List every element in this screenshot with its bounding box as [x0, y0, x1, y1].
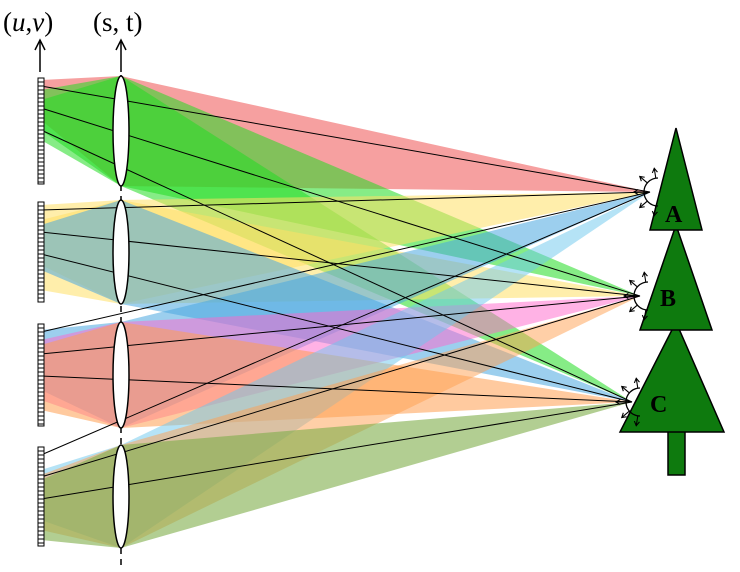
chief-ray [40, 191, 651, 211]
tree-tier-middle [638, 222, 714, 331]
point-label-a: A [665, 202, 683, 228]
radiance-hemisphere-a [632, 167, 659, 217]
tree [618, 127, 726, 476]
chief-rays [40, 85, 651, 500]
sensor-array-2 [37, 201, 45, 303]
lens-2 [112, 199, 130, 305]
uv-plane-label: (u,v) [3, 7, 53, 37]
chief-ray [40, 401, 633, 500]
chief-ray [40, 191, 651, 333]
radiance-hemisphere-b [622, 271, 649, 321]
lens-array [112, 75, 130, 549]
lens-1 [112, 75, 130, 187]
st-plane-label: (s, t) [93, 7, 143, 37]
ray-bundles [41, 76, 650, 548]
radiance-hemispheres [614, 167, 659, 427]
chief-ray [40, 85, 651, 193]
lens-3 [112, 321, 130, 429]
tree-tier-bottom [618, 320, 726, 433]
chief-ray [40, 191, 651, 456]
sensor-array-1 [37, 77, 45, 185]
chief-ray [40, 107, 641, 297]
point-label-c: C [650, 392, 667, 418]
chief-ray [40, 375, 633, 403]
chief-ray [40, 231, 641, 297]
lens-4 [112, 444, 130, 549]
chief-ray [40, 295, 641, 355]
ray-bundle-c-4 [41, 402, 632, 548]
point-label-b: B [660, 286, 676, 312]
sensor-arrays [37, 77, 45, 547]
st-axis-arrow [115, 38, 127, 72]
chief-ray [40, 129, 633, 403]
radiance-hemisphere-c [614, 377, 641, 427]
sensor-array-3 [37, 323, 45, 427]
tree-tier-top [649, 127, 703, 231]
chief-ray [40, 295, 641, 478]
sensor-array-4 [37, 446, 45, 547]
uv-axis-arrow [34, 38, 46, 72]
chief-ray [40, 253, 633, 403]
